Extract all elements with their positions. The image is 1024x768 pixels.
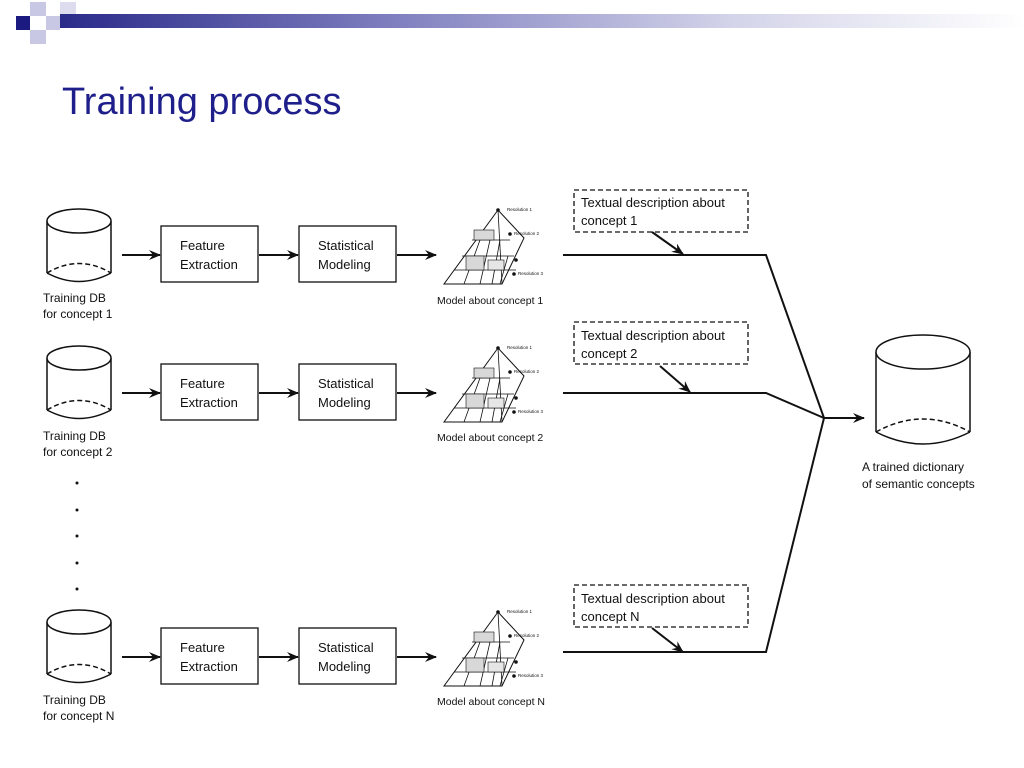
connector-to-dictionary — [563, 254, 825, 419]
pyramid-model-icon — [443, 346, 525, 423]
feature-extraction-line1: Feature — [180, 238, 225, 253]
connector-to-dictionary — [563, 417, 825, 653]
statistical-modeling-line2: Modeling — [318, 395, 371, 410]
feature-extraction-line1: Feature — [180, 640, 225, 655]
arrow-text-to-line — [651, 627, 684, 653]
db-label-line2: for concept 2 — [43, 445, 113, 459]
model-label: Model about concept 1 — [437, 295, 543, 307]
resolution-label-1: Resolution 1 — [507, 345, 533, 350]
row-concept-n: Training DB for concept N Feature Extrac… — [43, 417, 825, 723]
header-square-dark — [16, 16, 30, 30]
resolution-label-3: Resolution 3 — [518, 271, 544, 276]
pyramid-model-icon — [443, 208, 525, 285]
textual-description-box — [573, 189, 749, 233]
feature-extraction-line2: Extraction — [180, 659, 238, 674]
resolution-label-3: Resolution 3 — [518, 673, 544, 678]
header-square-light-2 — [46, 16, 60, 30]
textual-description-box — [573, 584, 749, 628]
textual-description-line2: concept 2 — [581, 346, 637, 361]
statistical-modeling-line1: Statistical — [318, 640, 374, 655]
resolution-label-1: Resolution 1 — [507, 207, 533, 212]
feature-extraction-box — [160, 225, 259, 283]
model-label: Model about concept N — [437, 696, 545, 708]
slide-title: Training process — [62, 81, 342, 123]
resolution-label-1: Resolution 1 — [507, 609, 533, 614]
header-square-light-3 — [30, 30, 46, 44]
model-label: Model about concept 2 — [437, 432, 543, 444]
feature-extraction-line2: Extraction — [180, 257, 238, 272]
textual-description-line2: concept N — [581, 609, 640, 624]
resolution-label-3: Resolution 3 — [518, 409, 544, 414]
database-icon — [46, 345, 112, 420]
textual-description-line1: Textual description about — [581, 328, 725, 343]
db-label-line2: for concept 1 — [43, 307, 113, 321]
arrow-text-to-line — [651, 231, 684, 255]
feature-extraction-box — [160, 363, 259, 421]
header-square-light-4 — [60, 2, 76, 14]
textual-description-line1: Textual description about — [581, 591, 725, 606]
db-label-line1: Training DB — [43, 693, 106, 707]
db-label-line1: Training DB — [43, 291, 106, 305]
dictionary-label-line2: of semantic concepts — [862, 477, 975, 491]
feature-extraction-box — [160, 627, 259, 685]
dictionary-database-icon — [875, 334, 971, 445]
statistical-modeling-line2: Modeling — [318, 257, 371, 272]
statistical-modeling-line1: Statistical — [318, 238, 374, 253]
textual-description-line1: Textual description about — [581, 195, 725, 210]
row-concept-1: Training DB for concept 1 Feature Extrac… — [43, 189, 825, 419]
statistical-modeling-box — [298, 627, 397, 685]
header-decoration — [16, 2, 1024, 44]
header-square-light-1 — [30, 2, 46, 16]
database-icon — [46, 208, 112, 283]
db-label-line2: for concept N — [43, 709, 114, 723]
resolution-label-2: Resolution 2 — [514, 633, 540, 638]
pyramid-model-icon — [443, 610, 525, 687]
connector-to-dictionary — [563, 392, 825, 419]
feature-extraction-line2: Extraction — [180, 395, 238, 410]
resolution-label-2: Resolution 2 — [514, 231, 540, 236]
database-icon — [46, 609, 112, 684]
ellipsis-dots — [75, 481, 79, 591]
dictionary-label-line1: A trained dictionary — [862, 460, 964, 474]
row-concept-2: Training DB for concept 2 Feature Extrac… — [43, 321, 825, 459]
textual-description-box — [573, 321, 749, 365]
statistical-modeling-box — [298, 363, 397, 421]
header-gradient-bar — [60, 14, 1024, 28]
statistical-modeling-line1: Statistical — [318, 376, 374, 391]
textual-description-line2: concept 1 — [581, 213, 637, 228]
feature-extraction-line1: Feature — [180, 376, 225, 391]
arrow-text-to-line — [659, 365, 691, 393]
statistical-modeling-box — [298, 225, 397, 283]
statistical-modeling-line2: Modeling — [318, 659, 371, 674]
resolution-label-2: Resolution 2 — [514, 369, 540, 374]
db-label-line1: Training DB — [43, 429, 106, 443]
